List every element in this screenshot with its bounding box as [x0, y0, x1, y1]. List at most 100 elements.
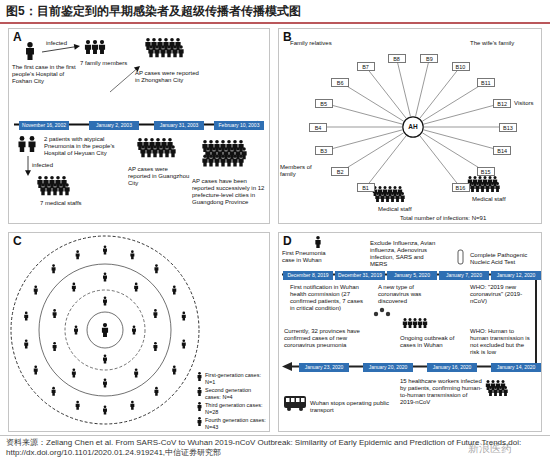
person-head	[469, 176, 472, 179]
case-id: B16	[453, 184, 469, 192]
person-icon	[40, 183, 45, 195]
person-body	[103, 276, 107, 282]
person-head	[165, 145, 169, 149]
case-id: B4	[310, 124, 326, 132]
date-text: December 31, 2019	[335, 271, 385, 280]
person-icon	[103, 379, 107, 388]
person-icon	[488, 386, 492, 396]
person-icon	[395, 192, 399, 202]
source-caption: 资料来源：Zeliang Chen et al. From SARS-CoV t…	[6, 438, 544, 458]
person-head	[152, 38, 156, 42]
person-body	[46, 187, 51, 195]
person-icon	[182, 339, 186, 348]
person-icon	[72, 368, 76, 377]
person-body	[488, 389, 492, 396]
person-head	[133, 326, 136, 329]
person-head	[209, 154, 213, 158]
person-body	[153, 345, 157, 351]
connector-line	[333, 130, 403, 149]
person-head	[476, 182, 479, 185]
connector-line	[420, 136, 457, 183]
case-id: B10	[453, 63, 469, 71]
case-box: B10	[452, 62, 470, 71]
person-body	[408, 321, 412, 328]
person-head	[215, 140, 219, 144]
annotation-text: WHO: "2019 new coronavirus" (2019-nCoV)	[470, 284, 532, 305]
person-icon	[103, 273, 107, 282]
person-head	[135, 283, 138, 286]
connector-line	[369, 71, 406, 118]
generation-ring	[87, 312, 123, 348]
person-head	[230, 147, 234, 151]
annotation-text: infected	[32, 162, 62, 169]
person-body	[503, 389, 507, 396]
person-head	[494, 386, 497, 389]
person-head	[221, 154, 225, 158]
date-text: January 7, 2020	[439, 271, 489, 280]
panel-d-art	[282, 236, 536, 411]
person-body	[134, 286, 138, 292]
person-icon	[198, 417, 202, 426]
generation-ring	[39, 264, 171, 396]
person-head	[209, 140, 213, 144]
person-icon	[103, 297, 107, 306]
person-body	[103, 382, 107, 388]
arrow-line	[110, 69, 137, 92]
person-head	[103, 323, 107, 327]
person-icon	[154, 45, 159, 57]
timeline-line	[282, 275, 536, 367]
annotation-text: A new type of coronavirus was discovered	[378, 284, 436, 305]
person-body	[400, 195, 404, 202]
person-head	[170, 38, 174, 42]
annotation-text: infected	[46, 40, 76, 47]
date-box: November 16, 2002	[19, 121, 69, 130]
person-icon	[503, 386, 507, 396]
case-box: B12	[493, 99, 511, 108]
date-box: December 31, 2019	[335, 271, 385, 280]
person-body	[132, 329, 136, 335]
person-body	[172, 49, 177, 57]
person-head	[233, 140, 237, 144]
person-head	[158, 38, 162, 42]
person-body	[103, 358, 107, 364]
legend-icon	[196, 372, 203, 381]
person-icon	[413, 318, 417, 328]
date-box: January 12, 2020	[491, 271, 541, 280]
person-head	[53, 183, 57, 187]
person-icon	[132, 326, 136, 335]
person-body	[74, 329, 78, 335]
person-head	[384, 186, 387, 189]
person-icon	[52, 264, 56, 273]
person-head	[34, 286, 37, 289]
person-icon	[198, 387, 202, 396]
case-id: B1	[358, 184, 374, 192]
person-body	[182, 315, 186, 321]
panel-c-art	[11, 236, 199, 424]
person-icon	[172, 366, 176, 375]
person-head	[394, 186, 397, 189]
person-head	[62, 176, 66, 180]
annotation-text: Family relatives	[290, 40, 350, 47]
case-box: B15	[477, 167, 495, 176]
person-icon	[202, 154, 207, 166]
person-body	[102, 328, 108, 337]
person-head	[409, 318, 412, 321]
person-head	[154, 309, 157, 312]
person-body	[403, 321, 407, 328]
person-body	[26, 48, 34, 60]
person-icon	[28, 136, 35, 152]
annotation-text: Complete Pathogenic Nucleic Acid Test	[470, 252, 536, 266]
person-head	[486, 182, 489, 185]
person-head	[154, 342, 157, 345]
date-text: January 20, 2020	[363, 363, 413, 372]
legend-text: Fourth generation cases: N=43	[205, 417, 268, 431]
connector-line	[422, 133, 478, 168]
person-body	[166, 49, 171, 57]
panel-letter: D	[283, 235, 292, 248]
person-icon	[146, 145, 151, 157]
person-icon	[198, 372, 202, 381]
person-head	[381, 192, 384, 195]
person-body	[226, 158, 231, 166]
virus-dot	[374, 312, 378, 316]
